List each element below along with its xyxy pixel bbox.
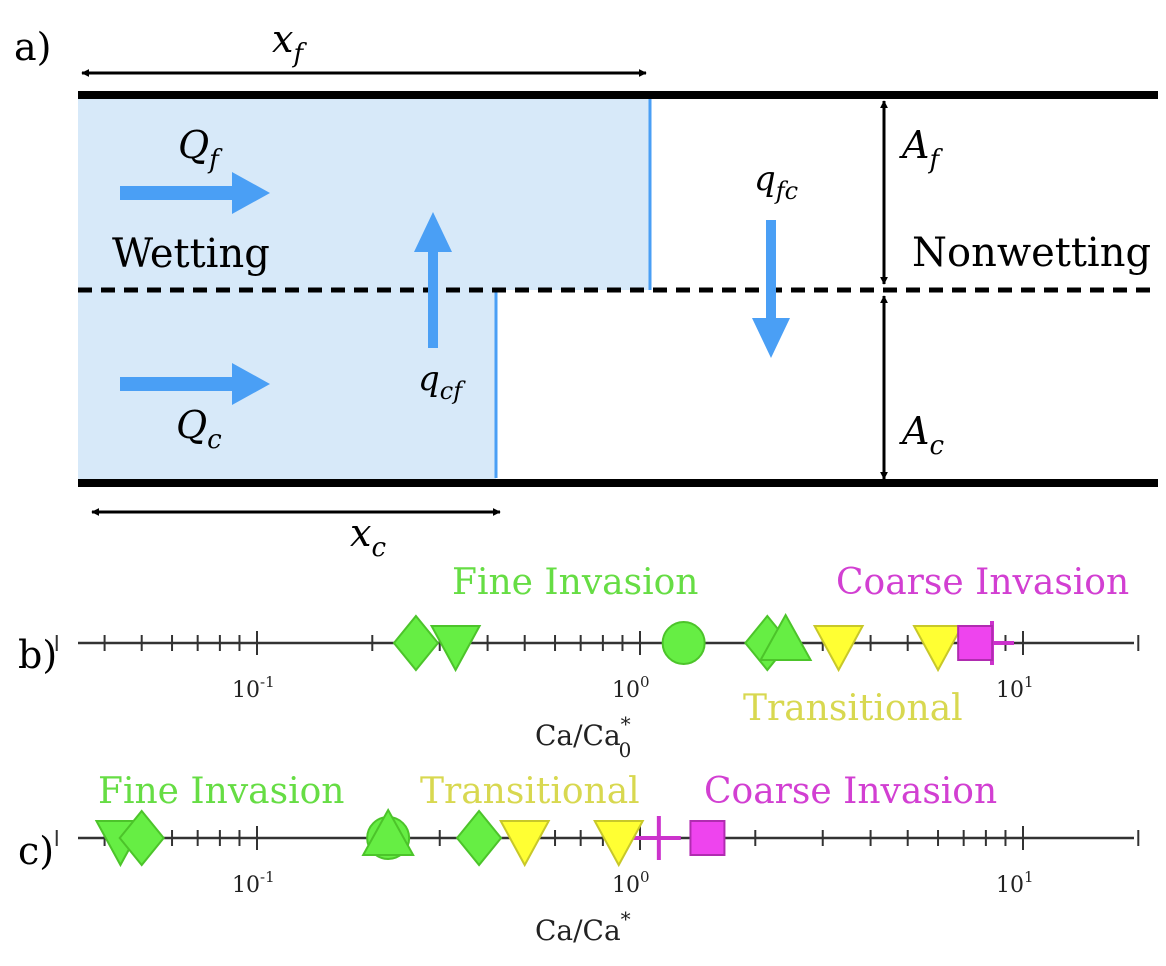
b-marker-square bbox=[957, 625, 994, 661]
ac-label: Ac bbox=[899, 409, 944, 461]
qf-flow-arrow bbox=[120, 172, 270, 214]
b-tick-label-2: 101 bbox=[996, 673, 1034, 703]
panel-a-label: a) bbox=[14, 25, 51, 69]
xf-label: xf bbox=[272, 17, 307, 69]
wetting-label: Wetting bbox=[112, 231, 270, 277]
panel-c-label: c) bbox=[18, 829, 54, 873]
c-tick-label-0: 10-1 bbox=[232, 868, 275, 898]
c-marker-triangle-down bbox=[593, 820, 645, 868]
c-axis bbox=[55, 826, 1140, 850]
b-fine-invasion-label: Fine Invasion bbox=[452, 562, 698, 603]
c-marker-diamond bbox=[455, 809, 503, 867]
qc-flow-arrow bbox=[120, 363, 270, 405]
b-marker-triangle-down bbox=[912, 625, 964, 673]
b-axis-label: Ca/Ca*0 bbox=[535, 712, 631, 762]
b-coarse-invasion-label: Coarse Invasion bbox=[836, 562, 1129, 603]
qc-label: Qc bbox=[176, 403, 222, 455]
panel-c: c) Fine Invasion Transitional Coarse Inv… bbox=[18, 771, 1140, 947]
c-axis-label: Ca/Ca* bbox=[535, 907, 631, 947]
qfc-flow-arrow bbox=[752, 220, 790, 358]
b-tick-label-1: 100 bbox=[612, 673, 650, 703]
c-transitional-label: Transitional bbox=[420, 771, 640, 812]
b-marker-triangle-up bbox=[758, 612, 813, 661]
c-fine-invasion-label: Fine Invasion bbox=[98, 771, 344, 812]
b-marker-triangle-down bbox=[429, 625, 482, 673]
b-tick-label-0: 10-1 bbox=[232, 673, 275, 703]
af-label: Af bbox=[899, 123, 943, 175]
xc-label: xc bbox=[350, 511, 386, 563]
qfc-label: qfc bbox=[754, 159, 798, 205]
qcf-flow-arrow bbox=[414, 212, 452, 348]
c-tick-label-1: 100 bbox=[612, 868, 650, 898]
b-transitional-label: Transitional bbox=[743, 688, 963, 729]
b-marker-diamond bbox=[392, 614, 440, 672]
c-marker-triangle-up bbox=[361, 807, 415, 856]
qcf-label: qcf bbox=[418, 359, 466, 405]
c-tick-label-2: 101 bbox=[996, 868, 1034, 898]
c-marker-triangle-down bbox=[499, 820, 551, 868]
c-marker-square bbox=[689, 820, 726, 856]
b-marker-triangle-down bbox=[812, 625, 865, 673]
nonwetting-label: Nonwetting bbox=[912, 230, 1151, 276]
b-marker-circle bbox=[661, 621, 706, 665]
panel-a: a) xf xc Af Ac Qf Qc qcf qfc Wetting Non… bbox=[14, 17, 1158, 563]
panel-b-label: b) bbox=[18, 633, 57, 677]
b-markers bbox=[392, 612, 1015, 673]
c-marker-diamond bbox=[118, 809, 165, 867]
c-coarse-invasion-label: Coarse Invasion bbox=[704, 771, 997, 812]
panel-b: b) Fine Invasion Transitional Coarse Inv… bbox=[18, 562, 1140, 762]
c-markers bbox=[94, 807, 726, 868]
